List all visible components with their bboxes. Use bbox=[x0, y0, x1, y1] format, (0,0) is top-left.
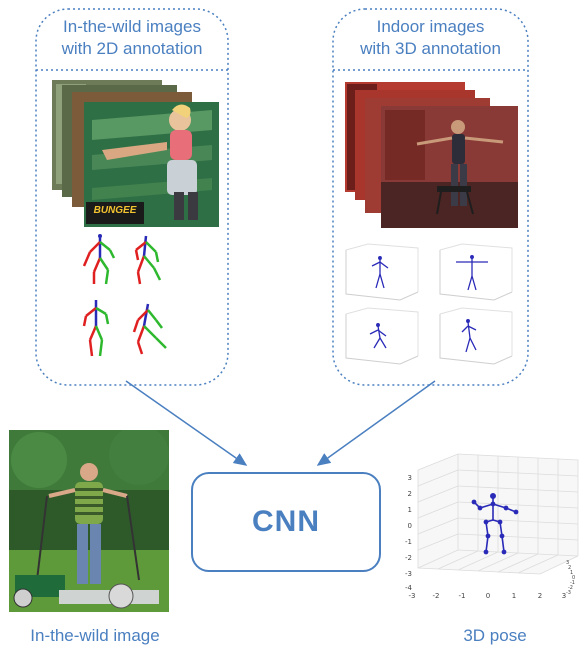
small-3d-plot-4 bbox=[439, 307, 513, 365]
cnn-block: CNN bbox=[191, 472, 381, 572]
arrow-left-to-cnn bbox=[125, 380, 248, 466]
small-3d-plots bbox=[345, 243, 513, 365]
small-3d-plot-3 bbox=[345, 307, 419, 365]
z-tick-1: 2 bbox=[568, 565, 571, 571]
left-panel-title-line2: with 2D annotation bbox=[61, 39, 203, 58]
y-tick-7: -4 bbox=[405, 584, 413, 592]
z-tick-2: 1 bbox=[570, 570, 573, 576]
output-caption: 3D pose bbox=[463, 626, 527, 645]
skeleton-2d-3 bbox=[82, 300, 110, 357]
bungee-logo-text: BUNGEE bbox=[93, 205, 137, 216]
x-tick-6: 3 bbox=[562, 592, 566, 600]
right-panel-title-line1: Indoor images bbox=[376, 17, 485, 36]
left-panel-title: In-the-wild images with 2D annotation bbox=[36, 16, 228, 60]
y-tick-6: -3 bbox=[405, 570, 412, 578]
x-tick-1: -2 bbox=[433, 592, 440, 600]
skeleton-2d-1 bbox=[82, 234, 116, 285]
wild-photo-stack: BUNGEE bbox=[52, 80, 222, 230]
z-tick-4: -1 bbox=[570, 580, 575, 586]
z-tick-5: -2 bbox=[568, 585, 573, 591]
cnn-label: CNN bbox=[252, 505, 320, 538]
left-panel-title-line1: In-the-wild images bbox=[63, 17, 201, 36]
x-tick-2: -1 bbox=[459, 592, 466, 600]
input-caption: In-the-wild image bbox=[30, 626, 160, 645]
z-tick-6: -3 bbox=[566, 590, 571, 596]
x-tick-0: -3 bbox=[409, 592, 416, 600]
x-tick-5: 2 bbox=[538, 592, 542, 600]
indoor-photo-stack bbox=[345, 82, 518, 228]
skeleton-2d-2 bbox=[134, 235, 162, 285]
y-tick-4: -1 bbox=[405, 538, 412, 546]
pose-3d-plot: 3 2 1 0 -1 -2 -3 -4 -3 -2 -1 0 1 2 3 3 2… bbox=[405, 453, 579, 600]
skeletons-2d bbox=[82, 234, 167, 357]
y-tick-0: 3 bbox=[408, 474, 412, 482]
small-3d-plot-1 bbox=[345, 243, 419, 301]
z-tick-0: 3 bbox=[566, 560, 569, 566]
pose-3d-skeleton bbox=[471, 492, 519, 555]
x-tick-3: 0 bbox=[486, 592, 490, 600]
input-photo bbox=[9, 430, 169, 612]
wild-photo-stack-image bbox=[52, 80, 219, 227]
right-panel-title-line2: with 3D annotation bbox=[360, 39, 501, 58]
small-3d-plot-2 bbox=[439, 243, 513, 301]
z-tick-3: 0 bbox=[572, 575, 575, 581]
x-tick-4: 1 bbox=[512, 592, 516, 600]
y-tick-3: 0 bbox=[408, 522, 412, 530]
y-tick-2: 1 bbox=[408, 506, 412, 514]
arrow-right-to-cnn bbox=[316, 380, 436, 466]
right-panel-title: Indoor images with 3D annotation bbox=[333, 16, 528, 60]
y-tick-5: -2 bbox=[405, 554, 412, 562]
y-tick-1: 2 bbox=[408, 490, 412, 498]
skeleton-2d-4 bbox=[132, 303, 167, 355]
